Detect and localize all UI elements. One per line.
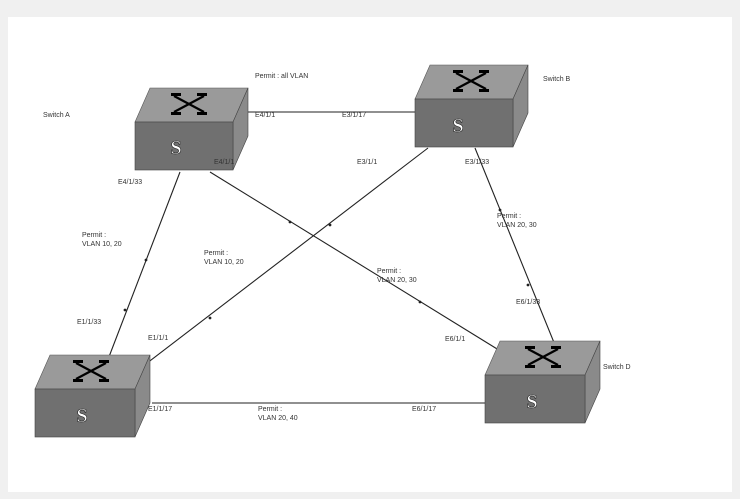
link-b-c-port-c: E1/1/1 [148,335,168,342]
switch-c[interactable]: S [34,354,151,438]
switch-icon [525,346,561,368]
switch-b[interactable]: S [414,64,529,148]
link-b-d-permit-1: Permit : [497,213,521,220]
link-marker [498,208,502,212]
link-marker [526,283,530,287]
link-a-d [209,171,516,361]
switch-d[interactable]: S [484,340,601,424]
link-a-d-port-a: E4/1/1 [214,159,234,166]
link-c-d-port-c: E1/1/17 [148,406,172,413]
link-a-b-port-b: E3/1/17 [342,112,366,119]
link-a-b-port-a: E4/1/1 [255,112,275,119]
switch-a-letter: S [170,137,181,159]
link-a-d-permit-1: Permit : [377,268,401,275]
link-b-c-permit-1: Permit : [204,250,228,257]
link-b-c-permit-2: VLAN 10, 20 [204,259,244,266]
link-b-c-port-b: E3/1/1 [357,159,377,166]
switch-icon [73,360,109,382]
switch-b-label: Switch B [543,76,571,83]
switch-d-letter: S [526,391,537,413]
link-marker [123,308,127,312]
link-a-c-port-a: E4/1/33 [118,179,142,186]
link-a-c-port-c: E1/1/33 [77,319,101,326]
link-marker [144,258,148,262]
link-b-c [124,147,429,381]
link-a-d-permit-2: VLAN 20, 30 [377,277,417,284]
link-c-d-permit-2: VLAN 20, 40 [258,415,298,422]
link-b-d-permit-2: VLAN 20, 30 [497,222,537,229]
switch-b-letter: S [452,115,463,137]
link-a-b-permit: Permit : all VLAN [255,73,308,80]
link-b-d-port-d: E6/1/33 [516,299,540,306]
link-a-c-permit-2: VLAN 10, 20 [82,241,122,248]
switch-a-label: Switch A [43,112,70,119]
switch-c-letter: S [76,405,87,427]
switch-icon [171,93,207,115]
link-c-d-port-d: E6/1/17 [412,406,436,413]
link-b-d-port-b: E3/1/33 [465,159,489,166]
link-a-c-permit-1: Permit : [82,232,106,239]
link-marker [418,300,422,304]
switch-icon [453,70,489,92]
link-a-d-port-d: E6/1/1 [445,336,465,343]
link-c-d-permit-1: Permit : [258,406,282,413]
link-b-d [474,147,556,346]
link-marker [288,220,292,224]
switch-a[interactable]: S [134,87,249,171]
switch-d-label: Switch D [603,364,631,371]
link-a-c [106,171,181,363]
link-marker [208,316,212,320]
link-marker [328,223,332,227]
